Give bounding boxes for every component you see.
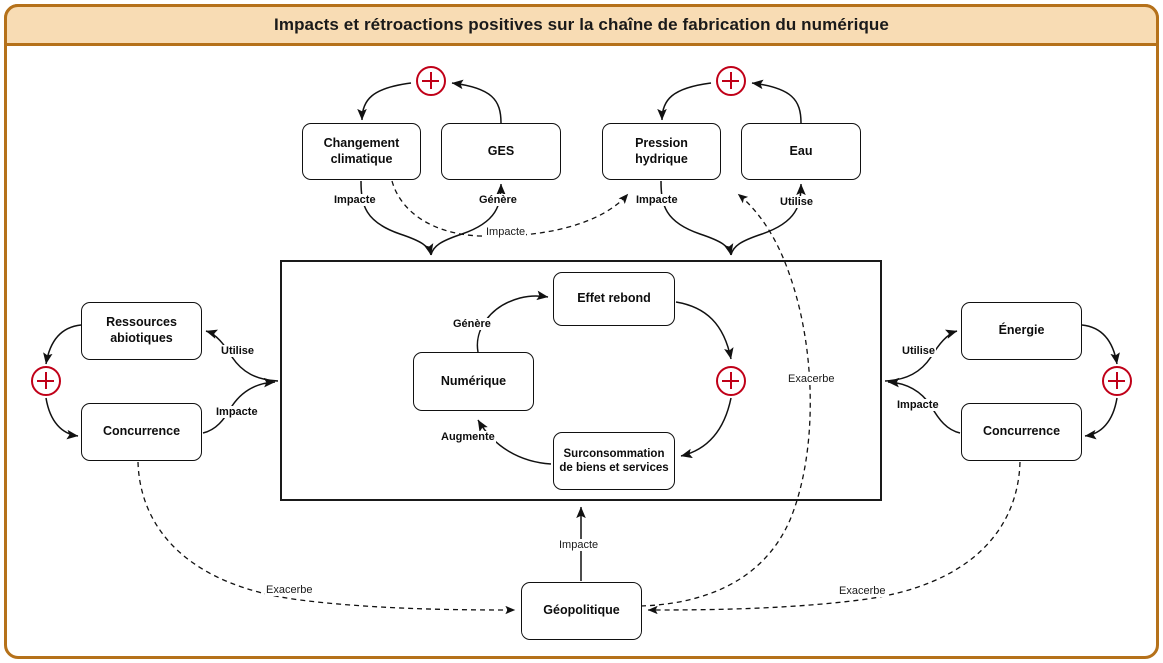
label-exacerbe-centre: Exacerbe — [787, 373, 836, 385]
page-title: Impacts et rétroactions positives sur la… — [274, 15, 889, 34]
label-droite-utilise: Utilise — [901, 345, 937, 357]
node-surconsommation[interactable]: Surconsommation de biens et services — [553, 432, 675, 490]
diagram-title-bar: Impacts et rétroactions positives sur la… — [4, 4, 1159, 46]
plus-badge-right — [1102, 366, 1132, 396]
label-droite-impacte: Impacte — [896, 399, 940, 411]
plus-badge-top-right — [716, 66, 746, 96]
node-concurrence-gauche[interactable]: Concurrence — [81, 403, 202, 461]
node-changement-climatique[interactable]: Changement climatique — [302, 123, 421, 180]
label-gauche-impacte: Impacte — [215, 406, 259, 418]
node-geopolitique[interactable]: Géopolitique — [521, 582, 642, 640]
label-exacerbe-droite: Exacerbe — [838, 585, 887, 597]
node-effet-rebond[interactable]: Effet rebond — [553, 272, 675, 326]
node-ressources-abiotiques[interactable]: Ressources abiotiques — [81, 302, 202, 360]
label-gauche-utilise: Utilise — [220, 345, 256, 357]
label-changement-climatique-impacte-pression-hydrique: Impacte — [485, 226, 527, 238]
label-exacerbe-gauche: Exacerbe — [265, 584, 314, 596]
node-numerique[interactable]: Numérique — [413, 352, 534, 411]
node-pression-hydrique[interactable]: Pression hydrique — [602, 123, 721, 180]
label-surconsommation-augmente: Augmente — [440, 431, 496, 443]
node-eau[interactable]: Eau — [741, 123, 861, 180]
node-energie[interactable]: Énergie — [961, 302, 1082, 360]
node-ges[interactable]: GES — [441, 123, 561, 180]
label-pression-hydrique-impacte: Impacte — [635, 194, 679, 206]
label-geopolitique-impacte: Impacte — [558, 539, 600, 551]
label-eau-utilise: Utilise — [779, 196, 815, 208]
label-changement-climatique-impacte: Impacte — [333, 194, 377, 206]
plus-badge-top-left — [416, 66, 446, 96]
label-genere-ges: Génère — [478, 194, 518, 206]
system-boundary-box — [280, 260, 882, 501]
plus-badge-left — [31, 366, 61, 396]
plus-badge-center — [716, 366, 746, 396]
label-numerique-genere: Génère — [452, 318, 492, 330]
node-concurrence-droite[interactable]: Concurrence — [961, 403, 1082, 461]
